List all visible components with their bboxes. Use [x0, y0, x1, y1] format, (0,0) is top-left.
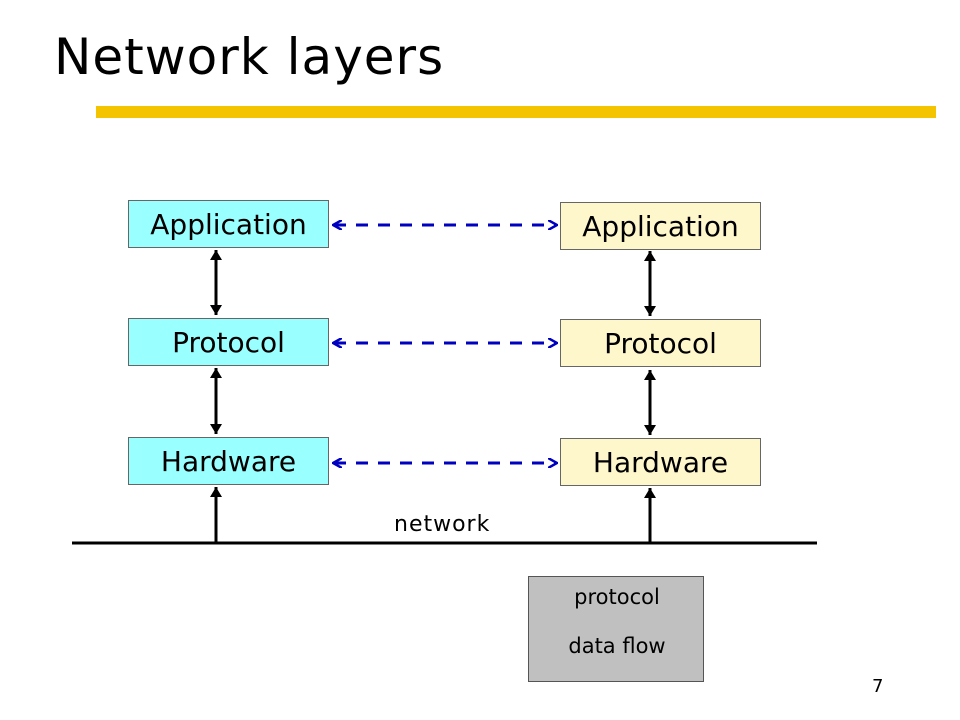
- left-hardware-box: Hardware: [128, 437, 329, 485]
- legend-box: protocol data flow: [528, 576, 704, 682]
- right-application-box: Application: [560, 202, 761, 250]
- right-hardware-box: Hardware: [560, 438, 761, 486]
- title-underline-bar: [96, 106, 936, 118]
- legend-protocol-label: protocol: [574, 585, 660, 609]
- right-protocol-box: Protocol: [560, 319, 761, 367]
- left-protocol-box: Protocol: [128, 318, 329, 366]
- slide-title: Network layers: [54, 28, 445, 86]
- legend-data-flow-label: data flow: [568, 634, 666, 658]
- page-number: 7: [872, 676, 884, 697]
- left-application-box: Application: [128, 200, 329, 248]
- network-label: network: [394, 512, 491, 537]
